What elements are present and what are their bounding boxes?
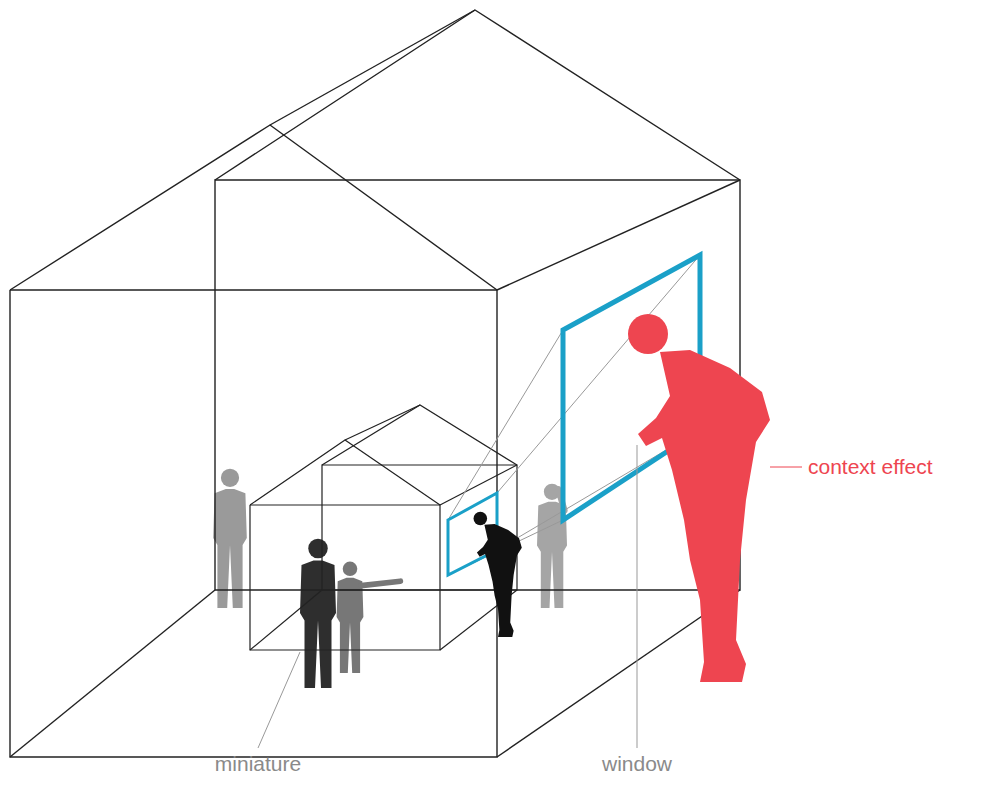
head (221, 469, 239, 487)
head (343, 562, 358, 577)
body (477, 524, 522, 637)
body (638, 350, 770, 682)
miniature-house (250, 405, 517, 650)
body (337, 578, 364, 673)
part-label: window (602, 752, 672, 775)
arm (361, 581, 400, 585)
house-wireframe (10, 10, 740, 757)
head (628, 314, 668, 354)
callout-label: context effect (808, 455, 933, 478)
head (474, 512, 488, 526)
leaning-person (628, 314, 770, 682)
leader-lines (258, 445, 802, 748)
part-label: miniature (215, 752, 301, 775)
leaning-person (474, 512, 522, 637)
people-figures (213, 469, 567, 688)
leaning-figures (474, 314, 770, 682)
body (300, 561, 336, 689)
person-silhouette (337, 562, 401, 673)
person-silhouette (213, 469, 247, 608)
head (308, 539, 328, 559)
person-silhouette (300, 539, 336, 688)
